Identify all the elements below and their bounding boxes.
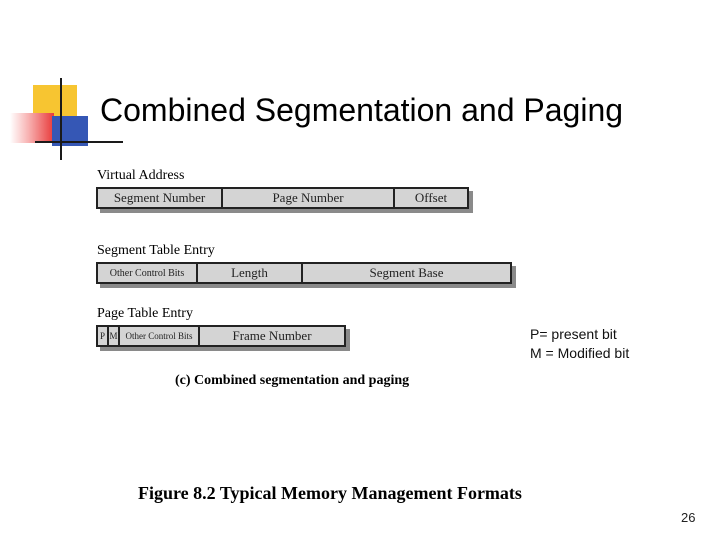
other-control-bits-field: Other Control Bits [120,327,200,345]
legend-present-bit: P= present bit [530,326,617,342]
segment-table-entry-label: Segment Table Entry [97,243,215,258]
virtual-address-label: Virtual Address [97,168,185,183]
frame-number-field: Frame Number [232,328,312,343]
segment-number-field: Segment Number [98,189,223,207]
page-table-entry-label: Page Table Entry [97,306,193,321]
page-number: 26 [681,510,696,525]
slide-title: Combined Segmentation and Paging [100,92,624,128]
virtual-address-format: Segment Number Page Number Offset [96,187,469,209]
offset-field: Offset [414,190,448,205]
diagram-caption: (c) Combined segmentation and paging [175,373,410,388]
length-field: Length [198,264,303,282]
modified-bit-field: M [109,327,120,345]
segment-base-field: Segment Base [369,265,444,280]
page-table-entry-format: P M Other Control Bits Frame Number [96,325,346,347]
decorative-horizontal-line [35,141,123,143]
legend-modified-bit: M = Modified bit [530,345,630,361]
figure-title: Figure 8.2 Typical Memory Management For… [138,483,522,503]
present-bit-field: P [98,327,109,345]
segment-table-entry-format: Other Control Bits Length Segment Base [96,262,512,284]
page-number-field: Page Number [223,189,395,207]
other-control-bits-field: Other Control Bits [98,264,198,282]
decorative-vertical-line [60,78,62,160]
decorative-red-bar [10,113,54,143]
